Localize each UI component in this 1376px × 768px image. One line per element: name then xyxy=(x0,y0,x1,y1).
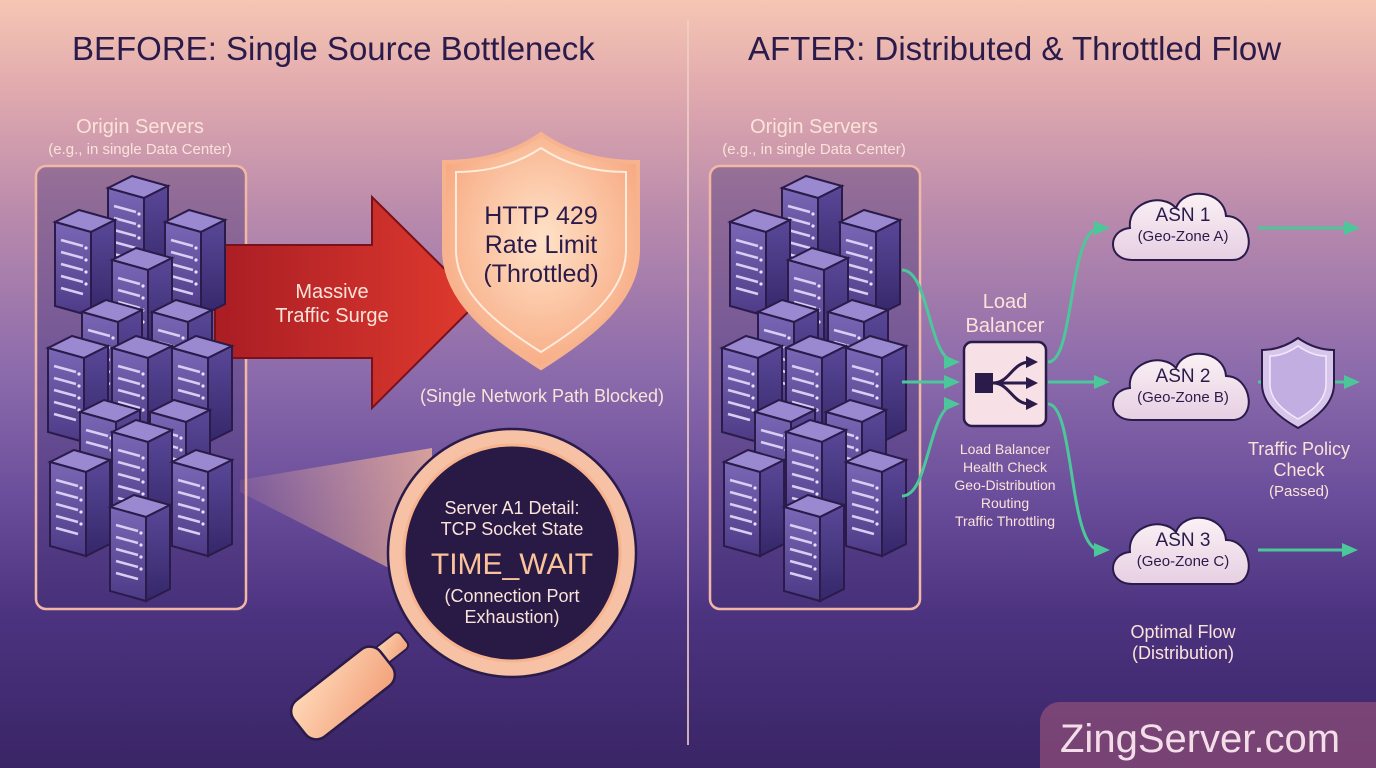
policy-line-2: Check xyxy=(1273,460,1325,480)
asn-1-zone: (Geo-Zone A) xyxy=(1137,228,1229,245)
asn-3-zone: (Geo-Zone C) xyxy=(1136,553,1230,570)
lb-title-line-2: Balancer xyxy=(965,315,1045,337)
blocked-path-note: (Single Network Path Blocked) xyxy=(419,386,665,406)
lb-feature: Routing xyxy=(980,495,1030,511)
magnifier-handle xyxy=(289,631,410,741)
shield-line-2: Rate Limit xyxy=(484,231,598,259)
surge-line-1: Massive xyxy=(295,281,369,303)
asn-3-name: ASN 3 xyxy=(1155,530,1211,551)
lb-feature: Traffic Throttling xyxy=(954,513,1056,529)
policy-status: (Passed) xyxy=(1268,483,1330,500)
http-429-shield-label: HTTP 429 Rate Limit (Throttled) xyxy=(448,202,634,289)
magnifier-line-2: TCP Socket State xyxy=(440,519,584,539)
traffic-policy-check: Traffic Policy Check (Passed) xyxy=(1232,439,1366,502)
asn-2-cloud: ASN 2 (Geo-Zone B) xyxy=(1122,366,1244,408)
asn-3-cloud: ASN 3 (Geo-Zone C) xyxy=(1122,530,1244,572)
lb-feature: Geo-Distribution xyxy=(954,477,1056,493)
load-balancer-title: Load Balancer xyxy=(945,290,1065,338)
asn-2-zone: (Geo-Zone B) xyxy=(1137,389,1229,406)
optimal-flow-label: Optimal Flow (Distribution) xyxy=(1108,622,1258,664)
after-title: AFTER: Distributed & Throttled Flow xyxy=(748,30,1282,67)
time-wait-state: TIME_WAIT xyxy=(430,548,594,581)
magnifier-line-1: Server A1 Detail: xyxy=(444,498,580,518)
asn-1-name: ASN 1 xyxy=(1155,205,1211,226)
lb-title-line-1: Load xyxy=(982,291,1028,313)
shield-line-1: HTTP 429 xyxy=(484,202,598,230)
surge-line-2: Traffic Surge xyxy=(275,305,389,327)
after-origin-subtitle: (e.g., in single Data Center) xyxy=(722,141,906,158)
flow-line-2: (Distribution) xyxy=(1131,643,1235,663)
after-origin-title: Origin Servers xyxy=(750,116,878,138)
watermark: ZingServer.com xyxy=(1060,717,1341,761)
magnifier-line-4: Exhaustion) xyxy=(464,607,560,627)
asn-1-cloud: ASN 1 (Geo-Zone A) xyxy=(1122,205,1244,247)
right-server-rack xyxy=(720,174,908,603)
lb-feature: Health Check xyxy=(962,459,1048,475)
policy-line-1: Traffic Policy xyxy=(1247,439,1351,459)
shield-line-3: (Throttled) xyxy=(483,260,599,288)
before-origin-subtitle: (e.g., in single Data Center) xyxy=(48,141,232,158)
magnifier-detail: Server A1 Detail: TCP Socket State TIME_… xyxy=(412,498,612,628)
asn-2-name: ASN 2 xyxy=(1155,366,1211,387)
before-title: BEFORE: Single Source Bottleneck xyxy=(72,30,595,67)
before-origin-title: Origin Servers xyxy=(76,116,204,138)
left-server-rack xyxy=(46,174,234,603)
load-balancer-features: Load Balancer Health Check Geo-Distribut… xyxy=(935,440,1075,530)
lb-feature: Load Balancer xyxy=(959,441,1051,457)
magnifier-line-3: (Connection Port xyxy=(444,586,580,606)
flow-line-1: Optimal Flow xyxy=(1130,622,1236,642)
surge-label: Massive Traffic Surge xyxy=(252,280,412,328)
